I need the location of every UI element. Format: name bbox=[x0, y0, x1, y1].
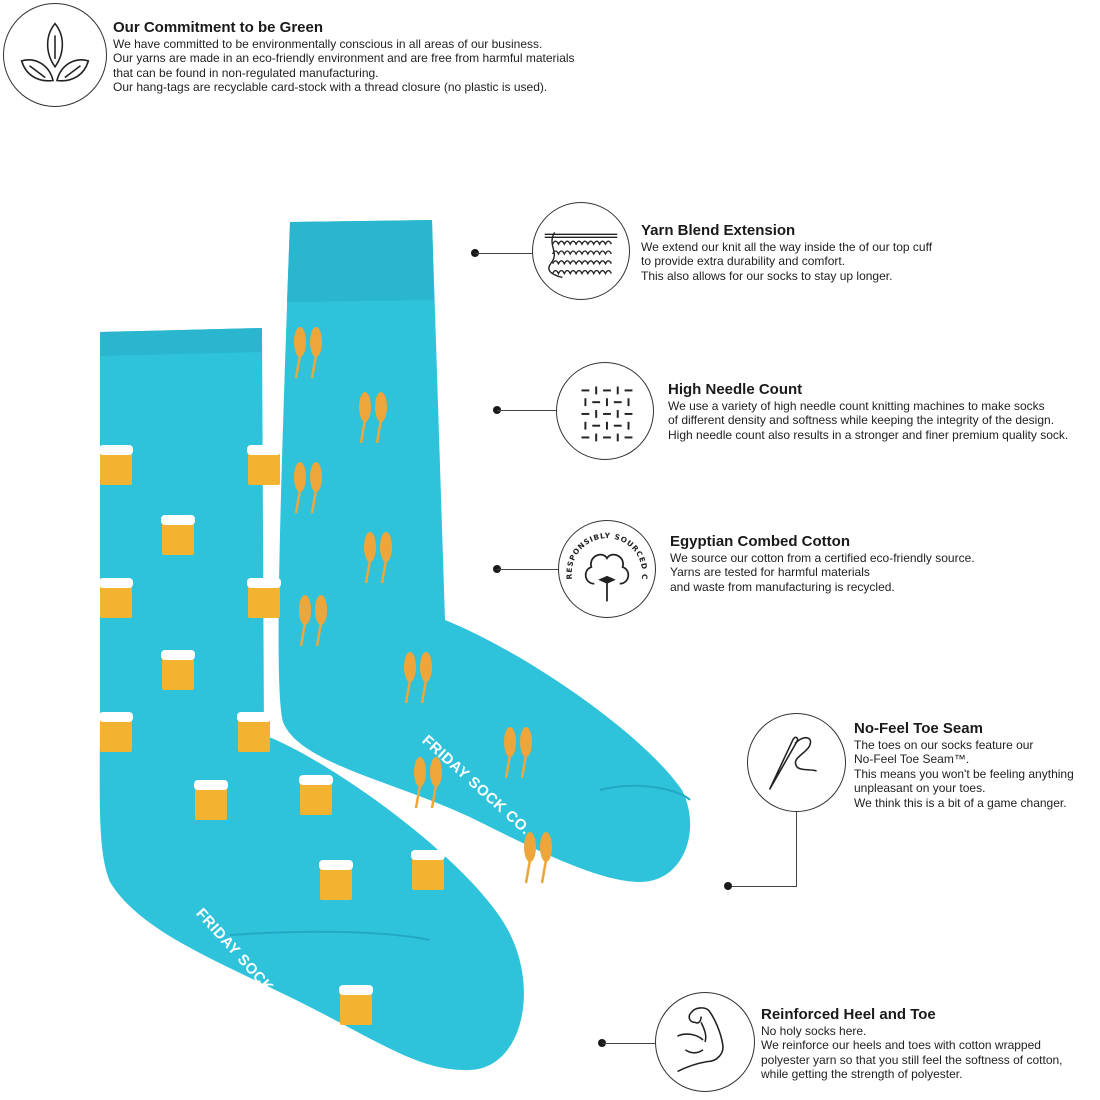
knit-icon bbox=[532, 202, 630, 300]
callout-line bbox=[497, 410, 557, 411]
needle-thread-icon bbox=[747, 713, 846, 812]
feature-line: polyester yarn so that you still feel th… bbox=[761, 1052, 1063, 1067]
green-line: that can be found in non-regulated manuf… bbox=[113, 65, 379, 80]
green-title: Our Commitment to be Green bbox=[113, 19, 324, 36]
feature-line: This means you won't be feeling anything bbox=[854, 766, 1074, 781]
wheat-stalk bbox=[294, 327, 322, 379]
green-line: Our yarns are made in an eco-friendly en… bbox=[113, 51, 575, 66]
feature-no-feel-toe-seam: No-Feel Toe Seam The toes on our socks f… bbox=[854, 720, 1074, 810]
wheat-stalk bbox=[364, 532, 392, 584]
feature-line: of different density and softness while … bbox=[668, 413, 1055, 428]
beer-mug bbox=[339, 985, 373, 1025]
beer-mug bbox=[99, 712, 133, 752]
feature-line: No holy socks here. bbox=[761, 1024, 867, 1038]
feature-yarn-blend-extension: Yarn Blend Extension We extend our knit … bbox=[641, 222, 932, 283]
beer-mug bbox=[411, 850, 445, 890]
flexed-arm-icon bbox=[655, 992, 755, 1092]
callout-line bbox=[475, 253, 533, 254]
feature-line: We think this is a bit of a game changer… bbox=[854, 795, 1067, 810]
beer-mug bbox=[237, 712, 271, 752]
cotton-icon: RESPONSIBLY SOURCED COTTON bbox=[558, 520, 656, 618]
wheat-stalk bbox=[299, 595, 327, 647]
wheat-stalk bbox=[504, 727, 532, 779]
feature-line: High needle count also results in a stro… bbox=[668, 427, 1069, 442]
feature-line: This also allows for our socks to stay u… bbox=[641, 268, 893, 283]
beer-mug bbox=[247, 445, 281, 485]
wheat-stalk bbox=[404, 652, 432, 704]
beer-mug bbox=[161, 515, 195, 555]
feature-title: High Needle Count bbox=[668, 381, 803, 398]
beer-mug bbox=[247, 578, 281, 618]
feature-line: and waste from manufacturing is recycled… bbox=[670, 579, 895, 594]
beer-mug bbox=[99, 578, 133, 618]
beer-mug bbox=[99, 445, 133, 485]
feature-title: No-Feel Toe Seam bbox=[854, 720, 983, 737]
feature-line: No-Feel Toe Seam™. bbox=[854, 752, 970, 767]
feature-line: We reinforce our heels and toes with cot… bbox=[761, 1038, 1041, 1053]
beer-mug bbox=[299, 775, 333, 815]
feature-line: to provide extra durability and comfort. bbox=[641, 254, 846, 269]
feature-line: The toes on our socks feature our bbox=[854, 738, 1034, 752]
cotton-badge-text: RESPONSIBLY SOURCED COTTON bbox=[559, 521, 649, 581]
callout-line bbox=[796, 812, 797, 886]
wheat-pattern bbox=[294, 327, 552, 884]
feature-reinforced-heel-and-toe: Reinforced Heel and Toe No holy socks he… bbox=[761, 1006, 1063, 1082]
callout-dot bbox=[724, 882, 732, 890]
feature-title: Reinforced Heel and Toe bbox=[761, 1006, 936, 1023]
feature-title: Yarn Blend Extension bbox=[641, 222, 796, 239]
beer-mug-pattern bbox=[99, 445, 445, 1025]
feature-egyptian-combed-cotton: Egyptian Combed Cotton We source our cot… bbox=[670, 533, 975, 594]
callout-line bbox=[497, 569, 559, 570]
green-line: We have committed to be environmentally … bbox=[113, 37, 543, 51]
svg-text:RESPONSIBLY SOURCED COTTON: RESPONSIBLY SOURCED COTTON bbox=[559, 521, 649, 581]
green-commitment: Our Commitment to be Green We have commi… bbox=[113, 19, 575, 95]
callout-line bbox=[602, 1043, 657, 1044]
feature-high-needle-count: High Needle Count We use a variety of hi… bbox=[668, 381, 1068, 442]
feature-line: Yarns are tested for harmful materials bbox=[670, 565, 870, 580]
beer-mug bbox=[319, 860, 353, 900]
green-line: Our hang-tags are recyclable card-stock … bbox=[113, 80, 548, 95]
wheat-stalk bbox=[524, 832, 552, 884]
feature-line: We extend our knit all the way inside th… bbox=[641, 240, 933, 254]
feature-line: We source our cotton from a certified ec… bbox=[670, 551, 975, 565]
beer-mug bbox=[161, 650, 195, 690]
feature-line: while getting the strength of polyester. bbox=[761, 1067, 963, 1082]
wheat-stalk bbox=[294, 462, 322, 514]
wheat-stalk bbox=[359, 392, 387, 444]
feature-title: Egyptian Combed Cotton bbox=[670, 533, 850, 550]
wheat-stalk bbox=[414, 757, 442, 809]
feature-line: We use a variety of high needle count kn… bbox=[668, 399, 1045, 413]
callout-line bbox=[730, 886, 797, 887]
feature-line: unpleasant on your toes. bbox=[854, 781, 986, 796]
weave-icon bbox=[556, 362, 654, 460]
right-sock bbox=[278, 220, 691, 882]
leaves-icon bbox=[3, 3, 107, 107]
beer-mug bbox=[194, 780, 228, 820]
